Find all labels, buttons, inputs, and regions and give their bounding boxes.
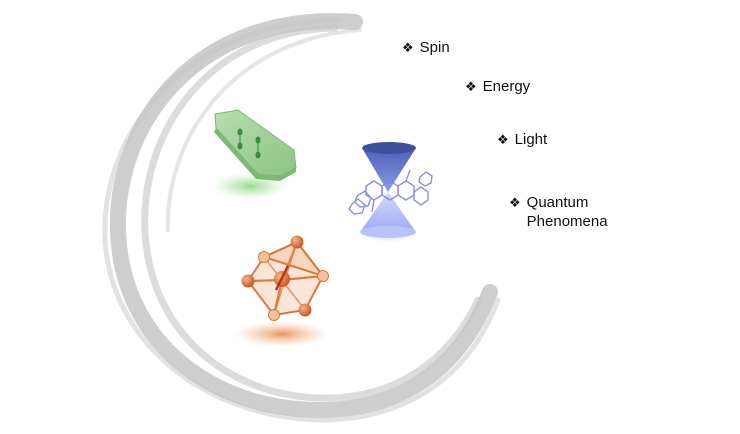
swoosh-ring: [102, 13, 501, 423]
octahedron-icon: [234, 235, 330, 347]
dirac-cone-icon: [358, 142, 418, 242]
molecule-icon: [348, 169, 433, 215]
bullet-label-line2: Phenomena: [526, 213, 608, 230]
bullet-label-line1: Quantum: [526, 194, 589, 211]
bullet-label: Energy: [482, 78, 531, 95]
bullet-diamond-icon: ❖: [465, 80, 477, 95]
bullet-label: Light: [514, 131, 548, 148]
green-crystal-icon: [212, 109, 297, 199]
bullet-spin: ❖ Spin: [402, 38, 450, 58]
bullet-light: ❖ Light: [497, 130, 547, 150]
bullet-diamond-icon: ❖: [497, 133, 509, 148]
bullet-diamond-icon: ❖: [509, 196, 521, 211]
bullet-energy: ❖ Energy: [465, 77, 530, 97]
bullet-diamond-icon: ❖: [402, 41, 414, 56]
bullet-label: Spin: [419, 39, 450, 56]
